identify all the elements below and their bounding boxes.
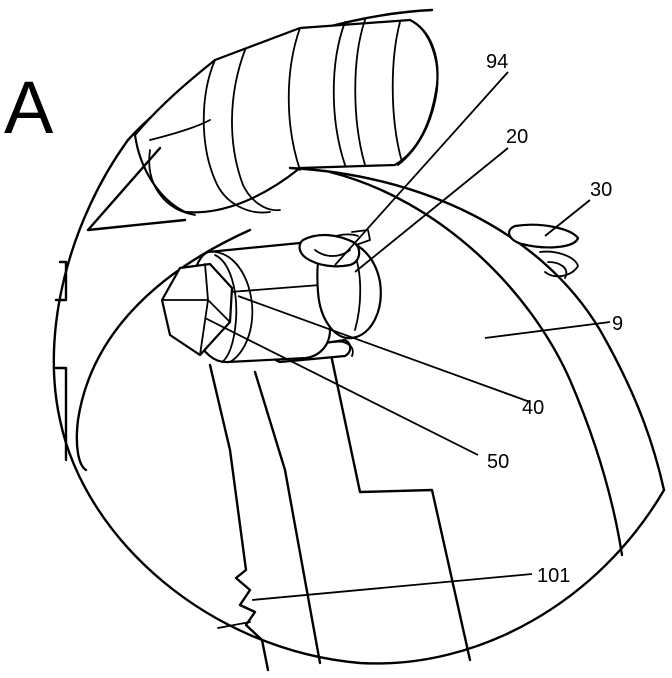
curved-plate-9 (75, 166, 666, 557)
callout-94: 94 (486, 51, 508, 73)
callout-9: 9 (612, 313, 623, 335)
callout-20: 20 (506, 126, 528, 148)
leader-lines (204, 71, 611, 601)
detail-circle-outline (52, 138, 666, 665)
roller-assembly (133, 18, 439, 216)
washer-94 (298, 229, 371, 268)
left-frame (54, 146, 187, 462)
bolt-head (160, 262, 234, 357)
callout-30: 30 (590, 179, 612, 201)
callout-101: 101 (537, 565, 570, 587)
callout-50: 50 (487, 451, 509, 473)
callout-40: 40 (522, 397, 544, 419)
lever-arm-101 (208, 348, 472, 672)
detail-view-label: A (4, 66, 54, 149)
part-30 (508, 223, 580, 279)
